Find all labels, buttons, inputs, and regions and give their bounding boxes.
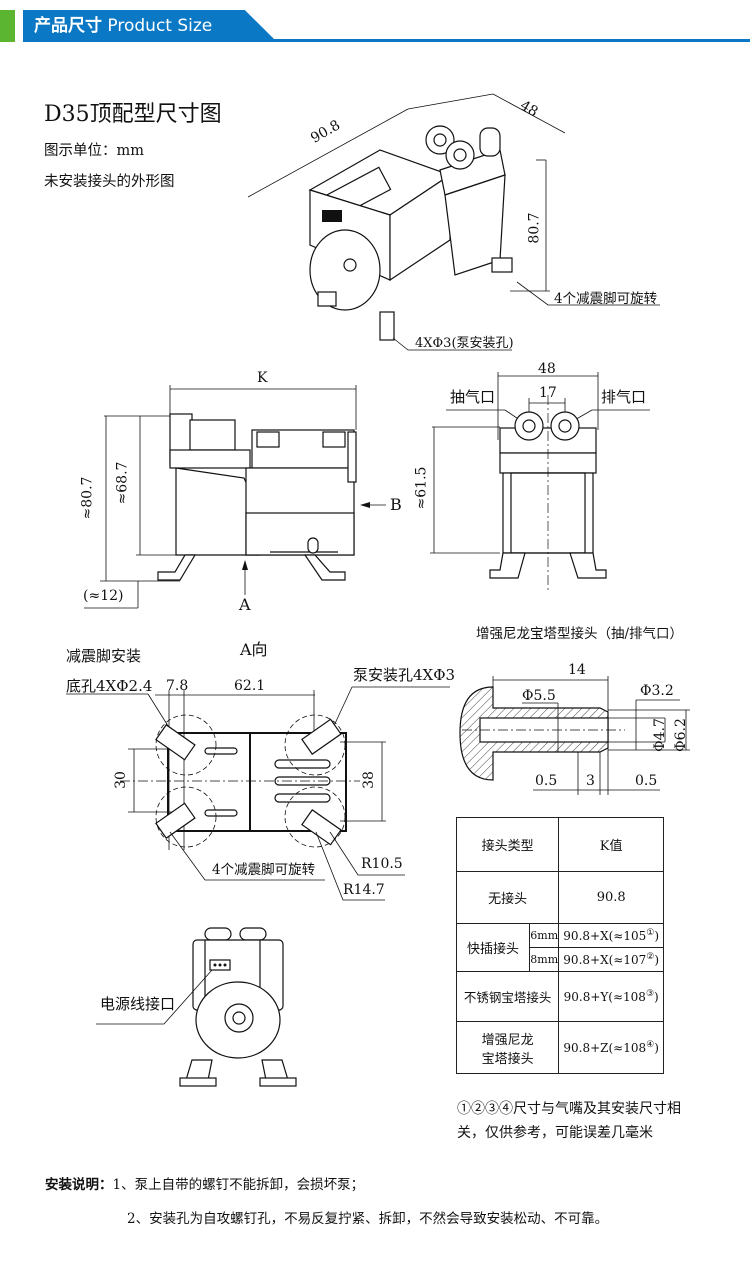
section-title-en: Product Size bbox=[107, 16, 213, 36]
label-rotatable-feet-bottom: 4个减震脚可旋转 bbox=[212, 862, 316, 878]
dim-r2-label: R14.7 bbox=[343, 882, 385, 898]
k-value-text: 90.8+Y(≈108 bbox=[563, 990, 646, 1004]
table-cell-k: 90.8+Z(≈108④) bbox=[558, 1021, 664, 1074]
table-header-k: K值 bbox=[558, 817, 664, 872]
k-value-close: ) bbox=[654, 953, 660, 967]
table-cell-type: 快插接头 bbox=[455, 923, 531, 972]
dim-r1-label: R10.5 bbox=[361, 856, 403, 872]
install-item-1: 1、泵上自带的螺钉不能拆卸，会损坏泵； bbox=[112, 1177, 365, 1193]
dim-d32-label: Φ3.2 bbox=[640, 683, 674, 699]
k-value-close: ) bbox=[654, 929, 660, 943]
k-value-text: 90.8+X(≈105 bbox=[563, 929, 647, 943]
arrow-a-label: A bbox=[239, 595, 251, 614]
footnote-mark: ① bbox=[646, 928, 655, 938]
header-banner bbox=[23, 10, 275, 40]
header-underline bbox=[23, 39, 750, 42]
label-inlet: 抽气口 bbox=[450, 388, 496, 406]
dim-c-label: 0.5 bbox=[635, 773, 658, 789]
install-label: 安装说明： bbox=[45, 1177, 113, 1193]
table-footnote: ①②③④尺寸与气嘴及其安装尺寸相关，仅供参考，可能误差几毫米 bbox=[457, 1101, 681, 1141]
front-view-drawing bbox=[430, 372, 650, 590]
table-row: 无接头 90.8 bbox=[455, 871, 664, 924]
dim-pitch-label: 17 bbox=[539, 385, 557, 401]
leader-holes bbox=[392, 337, 512, 351]
table-cell-sub: 6mm bbox=[529, 923, 560, 948]
table-cell-k: 90.8+X(≈105①) bbox=[558, 923, 664, 948]
footnote-mark: ④ bbox=[646, 1040, 655, 1050]
type-line-2: 宝塔接头 bbox=[481, 1051, 534, 1067]
table-row: 增强尼龙宝塔接头 90.8+Z(≈108④) bbox=[455, 1021, 664, 1074]
k-value-close: ) bbox=[654, 1041, 659, 1055]
type-line-1: 增强尼龙 bbox=[481, 1032, 534, 1048]
section-title-cn: 产品尺寸 bbox=[34, 16, 102, 36]
dim-d55-label: Φ5.5 bbox=[522, 688, 556, 704]
section-title: 产品尺寸 Product Size bbox=[34, 14, 212, 38]
table-header-type: 接头类型 bbox=[455, 817, 560, 872]
side-view-drawing bbox=[84, 385, 386, 609]
table-cell-k: 90.8 bbox=[558, 871, 664, 924]
dim-line-length bbox=[247, 108, 409, 198]
table-cell-k: 90.8+Y(≈108③) bbox=[558, 971, 664, 1022]
footnote-mark: ② bbox=[646, 952, 655, 962]
k-value-text: 90.8+Z(≈108 bbox=[563, 1041, 647, 1055]
fitting-section-drawing bbox=[459, 676, 690, 795]
table-row: 不锈钢宝塔接头 90.8+Y(≈108③) bbox=[455, 971, 664, 1022]
view-a-caption: A向 bbox=[240, 640, 268, 659]
table-cell-sub: 8mm bbox=[529, 947, 560, 972]
table-row: 快插接头 6mm 90.8+X(≈105①) bbox=[455, 923, 664, 972]
dim-14-label: 14 bbox=[568, 662, 586, 678]
dim-line-width bbox=[407, 93, 494, 110]
fitting-title: 增强尼龙宝塔型接头（抽/排气口） bbox=[476, 626, 684, 642]
dim-b-label: 3 bbox=[586, 773, 595, 789]
dim-foot-label: (≈12) bbox=[83, 588, 124, 604]
table-cell-type: 无接头 bbox=[455, 871, 560, 924]
k-value-table: 接头类型 K值 无接头 90.8 快插接头 6mm 90.8+X(≈105①) … bbox=[455, 817, 664, 1074]
dim-offset-label: 7.8 bbox=[166, 678, 189, 694]
installation-notes: 安装说明：1、泵上自带的螺钉不能拆卸，会损坏泵； 2、安装孔为自攻螺钉孔，不易反… bbox=[45, 1168, 608, 1236]
dim-span-label: 62.1 bbox=[234, 678, 266, 694]
table-cell-type: 增强尼龙宝塔接头 bbox=[455, 1021, 560, 1074]
k-value-text: 90.8+X(≈107 bbox=[563, 953, 647, 967]
outline-note: 未安装接头的外形图 bbox=[44, 174, 175, 190]
label-outlet: 排气口 bbox=[601, 388, 647, 406]
label-power-port: 电源线接口 bbox=[100, 995, 176, 1013]
install-line-1: 安装说明：1、泵上自带的螺钉不能拆卸，会损坏泵； bbox=[45, 1168, 608, 1202]
label-foot-holes-2: 底孔4XΦ2.4 bbox=[66, 677, 153, 695]
bottom-view-drawing bbox=[66, 686, 450, 901]
unit-label: 图示单位：mm bbox=[44, 143, 144, 159]
rear-view-drawing bbox=[96, 927, 297, 1087]
leader-power bbox=[96, 969, 213, 1025]
install-line-2: 2、安装孔为自攻螺钉孔，不易反复拧紧、拆卸，不然会导致安装松动、不可靠。 bbox=[45, 1202, 608, 1236]
dim-k-label: K bbox=[257, 370, 268, 386]
arrow-b-label: B bbox=[390, 495, 402, 514]
leader-feet bbox=[516, 281, 660, 306]
table-cell-k: 90.8+X(≈107②) bbox=[558, 947, 664, 972]
k-value-close: ) bbox=[654, 990, 659, 1004]
label-rotatable-feet: 4个减震脚可旋转 bbox=[554, 291, 658, 307]
dim-front-width-label: 48 bbox=[538, 361, 556, 377]
table-header-row: 接头类型 K值 bbox=[455, 817, 664, 872]
label-pump-holes-bottom: 泵安装孔4XΦ3 bbox=[353, 666, 456, 684]
footnote-mark: ③ bbox=[645, 989, 655, 999]
table-cell-type: 不锈钢宝塔接头 bbox=[455, 971, 560, 1022]
dim-a-label: 0.5 bbox=[535, 773, 558, 789]
drawing-title: D35顶配型尺寸图 bbox=[44, 102, 222, 127]
label-pump-holes: 4XΦ3(泵安装孔) bbox=[415, 336, 514, 351]
header-accent-bar bbox=[0, 10, 15, 42]
install-item-2: 2、安装孔为自攻螺钉孔，不易反复拧紧、拆卸，不然会导致安装松动、不可靠。 bbox=[127, 1211, 609, 1227]
isometric-view-drawing bbox=[247, 93, 660, 351]
label-foot-holes-1: 减震脚安装 bbox=[66, 647, 142, 665]
